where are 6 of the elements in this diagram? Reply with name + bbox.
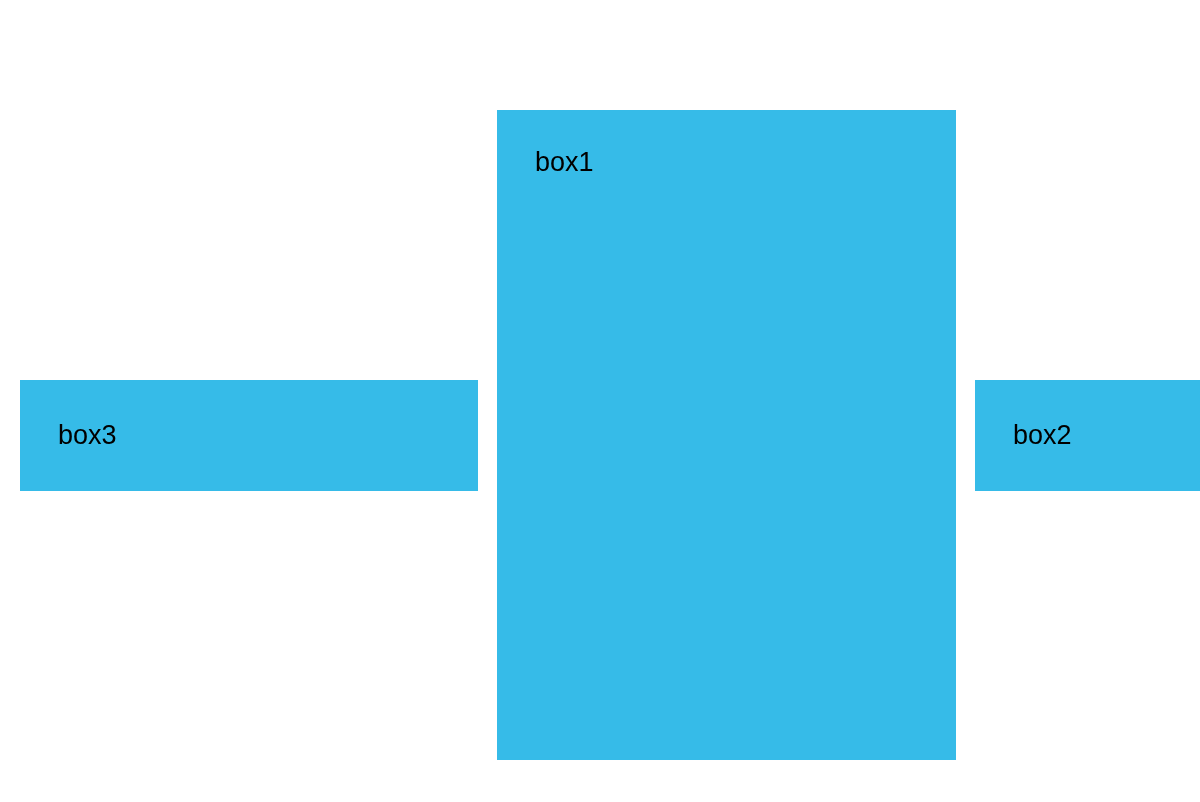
process-box xyxy=(497,110,956,760)
process-box xyxy=(20,380,478,491)
process-box xyxy=(975,380,1200,491)
box-label: box1 xyxy=(535,146,594,179)
box-label: box3 xyxy=(58,418,117,452)
box-label: box2 xyxy=(1013,418,1072,452)
